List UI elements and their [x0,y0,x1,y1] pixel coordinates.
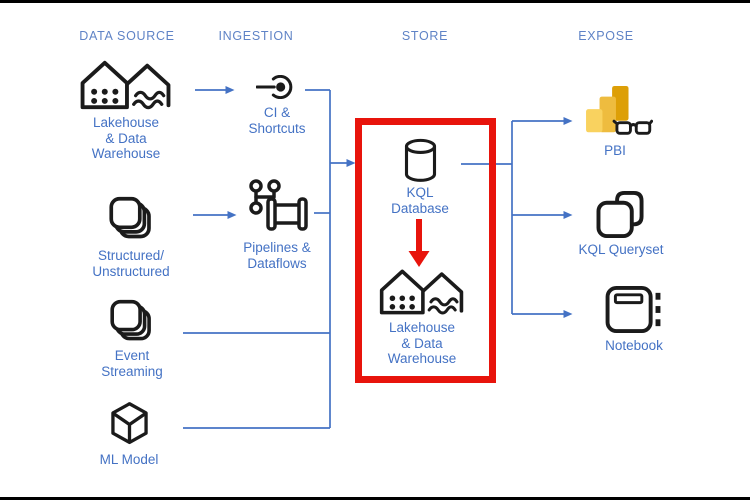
stacked-files-icon [110,299,151,341]
glasses-icon [612,119,653,135]
node-label: CI & [263,105,291,120]
node-label: Shortcuts [248,120,306,136]
node-ci-shortcuts: CI & Shortcuts [217,75,337,136]
node-notebook: Notebook [574,286,694,354]
node-structured-unstructured: Structured/ Unstructured [71,196,191,279]
node-kql-database: KQL Database [360,138,480,216]
node-label: Lakehouse [388,320,456,335]
lakehouse-icon [379,269,464,315]
bottom-border [0,497,750,500]
node-label: Notebook [605,338,663,353]
node-label: Structured/ [97,248,165,263]
pipeline-icon [249,179,308,231]
node-label: Warehouse [91,146,161,161]
node-label: Dataflows [247,255,307,271]
node-label: & Data [401,335,443,351]
red-down-arrow [408,219,430,267]
node-store-lakehouse: Lakehouse & Data Warehouse [362,266,482,367]
store-highlight-rectangle [355,118,496,383]
node-source-lakehouse: Lakehouse & Data Warehouse [66,57,186,162]
column-header-store: STORE [401,29,449,43]
database-icon [404,138,436,182]
shortcut-icon [256,75,293,99]
node-label: & Data [105,130,147,146]
node-label: ML Model [99,452,159,467]
top-border [0,0,750,3]
node-label: Pipelines & [243,240,311,255]
node-label: Streaming [101,363,163,379]
node-label: Unstructured [92,263,170,279]
column-header-ingestion: INGESTION [218,29,294,43]
lakehouse-icon [80,60,171,110]
node-pbi: PBI [555,85,675,159]
node-label: Warehouse [387,351,457,366]
node-label: Lakehouse [92,115,160,130]
column-header-expose: EXPOSE [578,29,634,43]
node-pipelines-dataflows: Pipelines & Dataflows [217,179,337,271]
node-label: Event [114,348,150,363]
node-kql-queryset: KQL Queryset [561,191,681,258]
queryset-icon [596,191,644,238]
node-ml-model: ML Model [69,401,189,468]
node-label: KQL Queryset [578,242,664,257]
powerbi-icon [586,85,653,135]
node-event-streaming: Event Streaming [72,299,192,379]
node-label: KQL [406,185,434,200]
stacked-files-icon [108,196,151,239]
node-label: PBI [604,143,626,158]
node-label: Database [391,200,449,216]
notebook-icon [605,286,661,333]
cube-icon [110,402,148,445]
column-header-data-source: DATA SOURCE [79,29,175,43]
